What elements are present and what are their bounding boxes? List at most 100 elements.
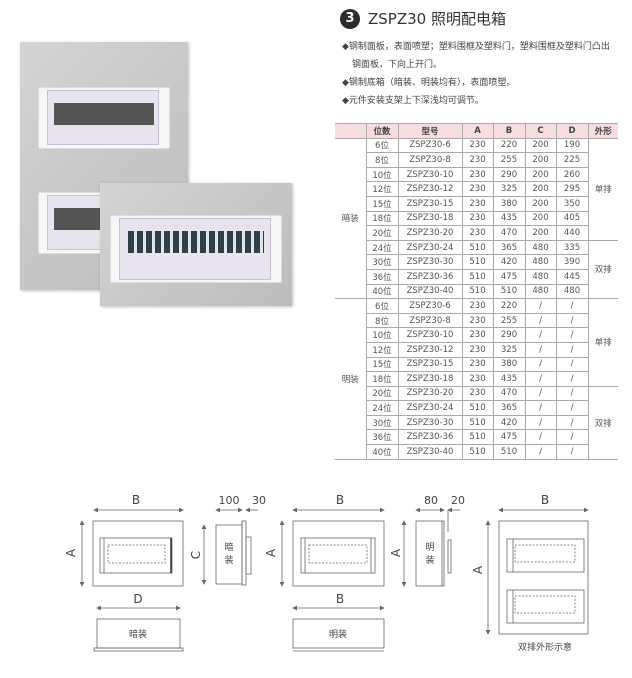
column-header: C xyxy=(524,123,557,139)
table-cell: ZSPZ30-12 xyxy=(397,341,463,358)
table-cell: / xyxy=(555,356,588,373)
table-cell: 200 xyxy=(524,210,557,227)
table-cell: 420 xyxy=(492,414,526,431)
table-cell: 380 xyxy=(492,356,526,373)
table-cell: 20位 xyxy=(366,225,399,241)
table-cell: 190 xyxy=(555,137,589,154)
dim-a-label: A xyxy=(264,548,278,557)
table-cell: / xyxy=(555,371,588,387)
table-cell: / xyxy=(524,429,557,446)
table-cell: / xyxy=(524,312,557,329)
product-title: ZSPZ30 照明配电箱 xyxy=(368,10,506,28)
table-cell: ZSPZ30-40 xyxy=(397,283,463,300)
column-header: 位数 xyxy=(365,123,399,139)
table-cell: 230 xyxy=(461,195,494,212)
table-cell: 475 xyxy=(492,429,526,446)
install-type-cell: 暗装 xyxy=(335,137,367,300)
table-cell: 480 xyxy=(524,239,557,256)
table-cell: 24位 xyxy=(366,239,399,256)
table-cell: / xyxy=(555,327,588,343)
table-cell: 200 xyxy=(524,181,557,197)
feature-bullet: ◆元件安装支架上下深浅均可调节。 xyxy=(342,96,484,106)
table-cell: / xyxy=(524,400,557,416)
table-cell: 15位 xyxy=(366,356,399,373)
table-cell: 200 xyxy=(524,137,557,154)
install-type-cell: 明装 xyxy=(335,298,367,460)
dim-d-label: D xyxy=(133,592,142,606)
table-cell: 230 xyxy=(461,327,494,343)
table-cell: 365 xyxy=(492,400,526,416)
table-cell: 510 xyxy=(461,239,494,256)
dim-a-label: A xyxy=(471,565,485,574)
table-cell: 200 xyxy=(524,152,557,168)
table-cell: 510 xyxy=(461,254,494,270)
table-cell: 18位 xyxy=(366,371,399,387)
column-header: B xyxy=(492,123,526,139)
table-cell: 20位 xyxy=(366,385,399,402)
table-cell: 440 xyxy=(555,225,588,241)
table-cell: 290 xyxy=(492,166,526,183)
table-cell: 350 xyxy=(555,195,588,212)
table-cell: 10位 xyxy=(366,327,399,343)
table-cell: / xyxy=(555,341,588,358)
table-cell: 230 xyxy=(461,152,494,168)
table-cell: 390 xyxy=(555,254,588,270)
table-cell: 405 xyxy=(555,210,588,227)
table-cell: 10位 xyxy=(366,166,399,183)
table-cell: / xyxy=(555,385,589,402)
table-cell: 18位 xyxy=(366,210,399,227)
table-cell: 30位 xyxy=(366,254,399,270)
table-cell: 230 xyxy=(461,298,494,314)
table-cell: 230 xyxy=(461,181,494,197)
table-cell: ZSPZ30-36 xyxy=(397,268,463,285)
table-cell: 230 xyxy=(461,210,494,227)
feature-bullet-cont: 钢面板，下向上开门。 xyxy=(352,60,443,70)
table-cell: 480 xyxy=(555,283,588,300)
dim-b-label: B xyxy=(132,493,140,507)
table-cell: / xyxy=(524,385,557,402)
table-cell: 475 xyxy=(492,268,526,285)
section-title: 3 ZSPZ30 照明配电箱 xyxy=(340,8,506,29)
table-cell: 325 xyxy=(492,341,526,358)
table-cell: 230 xyxy=(461,371,494,387)
table-cell: 295 xyxy=(555,181,588,197)
table-cell: 510 xyxy=(492,444,526,460)
dim-80-label: 80 xyxy=(424,494,438,507)
shape-cell: 单排 xyxy=(587,298,618,387)
table-cell: / xyxy=(524,327,557,343)
table-cell: 380 xyxy=(492,195,526,212)
dimension-diagrams: B A 100 30 C 暗 装 D 暗装 B A B 明装 80 20 A 明… xyxy=(64,493,589,653)
dim-30-label: 30 xyxy=(252,494,266,507)
table-cell: 36位 xyxy=(366,429,399,446)
shape-cell: 单排 xyxy=(587,137,618,241)
table-cell: / xyxy=(555,444,588,460)
section-number-badge: 3 xyxy=(340,8,360,29)
product-photo xyxy=(0,30,330,320)
table-cell: 220 xyxy=(492,137,526,154)
table-cell: 510 xyxy=(461,283,494,300)
dim-a-label: A xyxy=(64,548,78,557)
table-cell: ZSPZ30-18 xyxy=(397,371,463,387)
table-cell: / xyxy=(524,298,557,314)
dim-b-label: B xyxy=(336,493,344,507)
table-cell: 470 xyxy=(492,385,526,402)
table-cell: 200 xyxy=(524,195,557,212)
table-cell: 445 xyxy=(555,268,588,285)
table-cell: 230 xyxy=(461,225,494,241)
table-cell: / xyxy=(524,341,557,358)
shape-cell: 双排 xyxy=(587,385,618,460)
surface-label: 明装 xyxy=(329,628,347,640)
surface-side-label-1: 明 xyxy=(425,542,434,553)
flush-side-label-2: 装 xyxy=(224,554,233,566)
table-cell: ZSPZ30-15 xyxy=(397,195,463,212)
table-cell: ZSPZ30-20 xyxy=(397,385,463,402)
table-cell: 260 xyxy=(555,166,588,183)
